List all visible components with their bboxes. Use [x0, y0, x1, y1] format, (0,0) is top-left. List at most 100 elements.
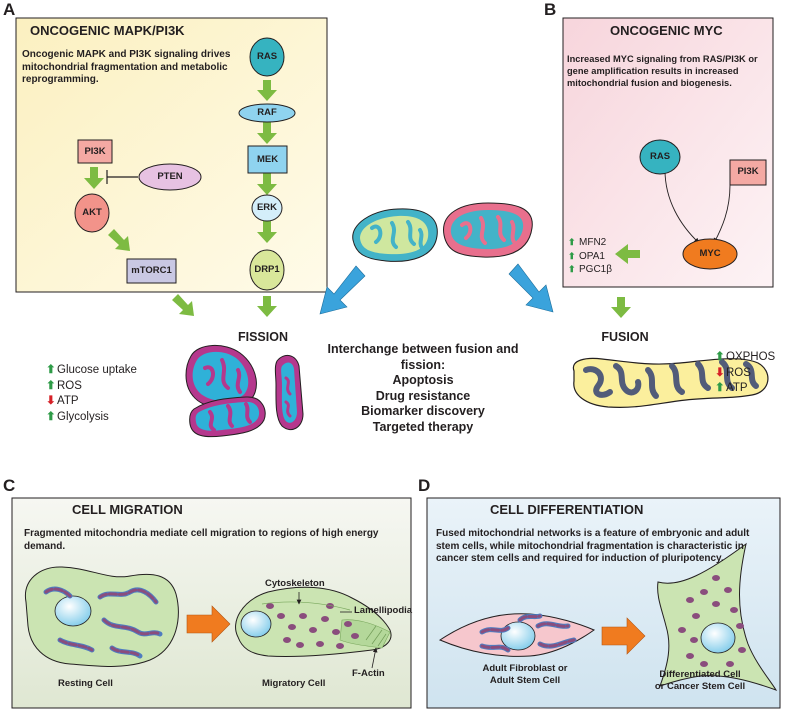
node-pten — [138, 163, 202, 191]
label-differentiated-line: or Cancer Stem Cell — [654, 681, 746, 692]
fission-effect-item: ⬆Glycolysis — [46, 410, 137, 426]
node-mek — [247, 145, 288, 174]
panel-b-title: ONCOGENIC MYC — [610, 23, 723, 38]
resting-nucleus — [54, 595, 92, 627]
panel-d-description: Fused mitochondrial networks is a featur… — [436, 528, 750, 564]
label-cytoskeleton: Cytoskeleton — [265, 578, 325, 589]
pathway-arrows — [84, 80, 640, 318]
pten-inhibition — [106, 170, 138, 184]
arrow-ras-raf — [257, 80, 277, 101]
panel-b-letter: B — [544, 0, 557, 19]
fission-effect-item: ⬆ROS — [46, 379, 137, 395]
mitochondrion-pink — [443, 202, 533, 258]
fission-label: FISSION — [237, 330, 288, 344]
up-arrow-icon: ⬆ — [46, 379, 56, 392]
label-pi3k-b: PI3K — [737, 166, 759, 177]
up-arrow-icon: ⬆ — [568, 237, 576, 247]
fibroblast-cell — [438, 613, 596, 657]
label-ras: RAS — [256, 51, 278, 62]
node-erk — [251, 194, 283, 222]
migratory-cell — [235, 586, 392, 669]
fibroblast-nucleus — [500, 621, 536, 651]
arrow-erk-drp1 — [257, 221, 277, 243]
factin-hatching — [365, 625, 387, 647]
label-fibroblast-line: Adult Fibroblast or — [482, 663, 568, 674]
myc-target-item: ⬆PGC1β — [568, 263, 612, 277]
myc-target-label: OPA1 — [579, 250, 605, 262]
label-lamellipodia: Lamellipodia — [354, 605, 413, 616]
up-arrow-icon: ⬆ — [568, 250, 576, 261]
label-akt: AKT — [82, 207, 102, 218]
center-mitochondria — [352, 202, 533, 262]
center-heading: Interchange between fusion and fission: — [327, 342, 519, 372]
blue-arrows — [319, 263, 554, 315]
panel-c-letter: C — [3, 476, 16, 495]
myc-target-label: PGC1β — [579, 264, 612, 275]
myc-target-label: MFN2 — [579, 237, 607, 248]
fusion-effect-item: ⬇ROS — [715, 366, 775, 382]
fission-effects: ⬆Glucose uptake ⬆ROS ⬇ATP ⬆Glycolysis — [46, 363, 137, 425]
node-myc — [682, 238, 738, 270]
label-drp1: DRP1 — [254, 264, 280, 275]
effect-label: ROS — [726, 366, 751, 379]
up-arrow-icon: ⬆ — [715, 351, 725, 363]
differentiated-nucleus — [700, 622, 736, 654]
label-mek: MEK — [256, 154, 279, 165]
node-ras — [249, 37, 285, 77]
arrow-akt-mtorc1 — [108, 229, 130, 251]
panel-b-description: Increased MYC signaling from RAS/PI3K or… — [567, 54, 758, 88]
center-text: Interchange between fusion and fission: … — [318, 342, 528, 435]
label-differentiated-line: Differentiated Cell — [659, 669, 741, 680]
fission-effect-item: ⬇ATP — [46, 394, 137, 410]
node-pi3k — [77, 139, 113, 164]
fission-mito-3 — [189, 396, 266, 438]
mitochondrion-green — [352, 208, 438, 262]
arrow-to-fission — [319, 265, 366, 315]
center-item: Apoptosis — [392, 373, 454, 387]
center-item: Drug resistance — [375, 388, 471, 403]
mapk-nodes — [74, 37, 296, 291]
effect-label: OXPHOS — [726, 351, 776, 363]
panel-d-letter: D — [418, 476, 431, 495]
panel-a-description: Oncogenic MAPK and PI3K signaling drives… — [22, 49, 231, 85]
node-pi3k-b — [729, 159, 767, 186]
node-raf — [238, 103, 296, 123]
cytoskeleton-line — [261, 601, 351, 611]
arrow-drp1-fission — [257, 296, 277, 317]
label-pten: PTEN — [157, 171, 183, 182]
fission-mitochondria — [185, 345, 304, 438]
node-mtorc1 — [126, 258, 177, 284]
effect-label: Glycolysis — [57, 410, 109, 423]
label-myc: MYC — [699, 248, 721, 259]
effect-label: ATP — [726, 382, 748, 394]
fission-mito-2 — [274, 354, 304, 430]
label-mtorc1: mTORC1 — [131, 265, 172, 276]
label-fibroblast: Adult Fibroblast or Adult Stem Cell — [465, 663, 585, 687]
down-arrow-icon: ⬇ — [46, 395, 56, 407]
label-raf: RAF — [257, 107, 277, 118]
center-item: Biomarker discovery — [361, 404, 485, 418]
arrow-mtorc1-fission — [172, 294, 194, 316]
panel-a-letter: A — [3, 0, 16, 19]
factin-pointer — [371, 647, 378, 669]
label-resting-cell: Resting Cell — [58, 678, 113, 689]
node-akt — [74, 193, 110, 233]
fusion-effect-item: ⬆ATP — [715, 381, 775, 397]
arrow-to-fusion — [508, 263, 554, 313]
center-item: Targeted therapy — [372, 419, 474, 434]
arrow-myc-targets — [615, 244, 640, 264]
myc-nodes — [639, 139, 767, 270]
differentiated-cell — [657, 542, 778, 691]
label-differentiated: Differentiated Cell or Cancer Stem Cell — [640, 669, 760, 693]
label-migratory-cell: Migratory Cell — [262, 678, 326, 689]
arrow-differentiation — [601, 617, 646, 655]
effect-label: Glucose uptake — [57, 364, 137, 376]
myc-target-list: ⬆MFN2 ⬆OPA1 ⬆PGC1β — [568, 236, 612, 277]
label-fibroblast-line: Adult Stem Cell — [489, 675, 561, 686]
arrow-ras-myc — [664, 169, 700, 244]
effect-label: ATP — [57, 395, 79, 407]
down-arrow-icon: ⬇ — [715, 366, 725, 379]
node-ras-b — [639, 139, 681, 175]
arrow-pi3k-akt — [84, 167, 104, 189]
panel-a-title: ONCOGENIC MAPK/PI3K — [30, 23, 185, 38]
